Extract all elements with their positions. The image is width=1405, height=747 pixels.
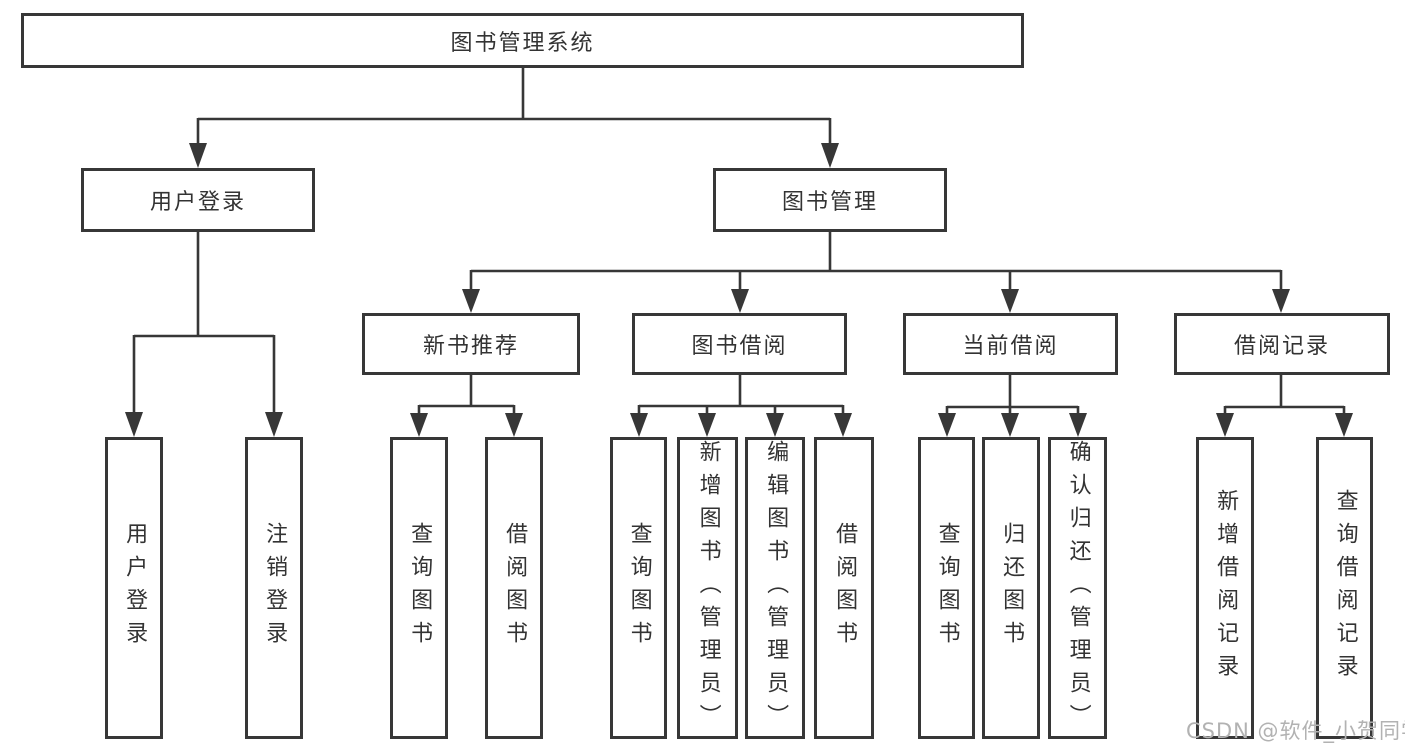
leaf-borrow-books-recommend: 借阅图书 (485, 437, 543, 739)
csdn-watermark: CSDN @软件_小贺同学 (1186, 719, 1405, 743)
node-book-management: 图书管理 (713, 168, 947, 232)
leaf-add-borrow-record: 新增借阅记录 (1196, 437, 1254, 739)
leaf-query-books-current: 查询图书 (918, 437, 975, 739)
leaf-query-borrow-record: 查询借阅记录 (1316, 437, 1373, 739)
leaf-add-books-admin: 新增图书（管理员） (677, 437, 738, 739)
node-borrowing-records: 借阅记录 (1174, 313, 1390, 375)
node-current-borrowing: 当前借阅 (903, 313, 1118, 375)
node-new-book-recommendation: 新书推荐 (362, 313, 580, 375)
node-book-borrowing: 图书借阅 (632, 313, 847, 375)
leaf-return-books: 归还图书 (982, 437, 1040, 739)
leaf-logout: 注销登录 (245, 437, 303, 739)
leaf-user-login: 用户登录 (105, 437, 163, 739)
leaf-edit-books-admin: 编辑图书（管理员） (745, 437, 805, 739)
node-library-system: 图书管理系统 (21, 13, 1024, 68)
node-user-login-branch: 用户登录 (81, 168, 315, 232)
leaf-query-books-borrow: 查询图书 (610, 437, 667, 739)
leaf-query-books-recommend: 查询图书 (390, 437, 448, 739)
leaf-borrow-books: 借阅图书 (814, 437, 874, 739)
leaf-confirm-return-admin: 确认归还（管理员） (1048, 437, 1107, 739)
